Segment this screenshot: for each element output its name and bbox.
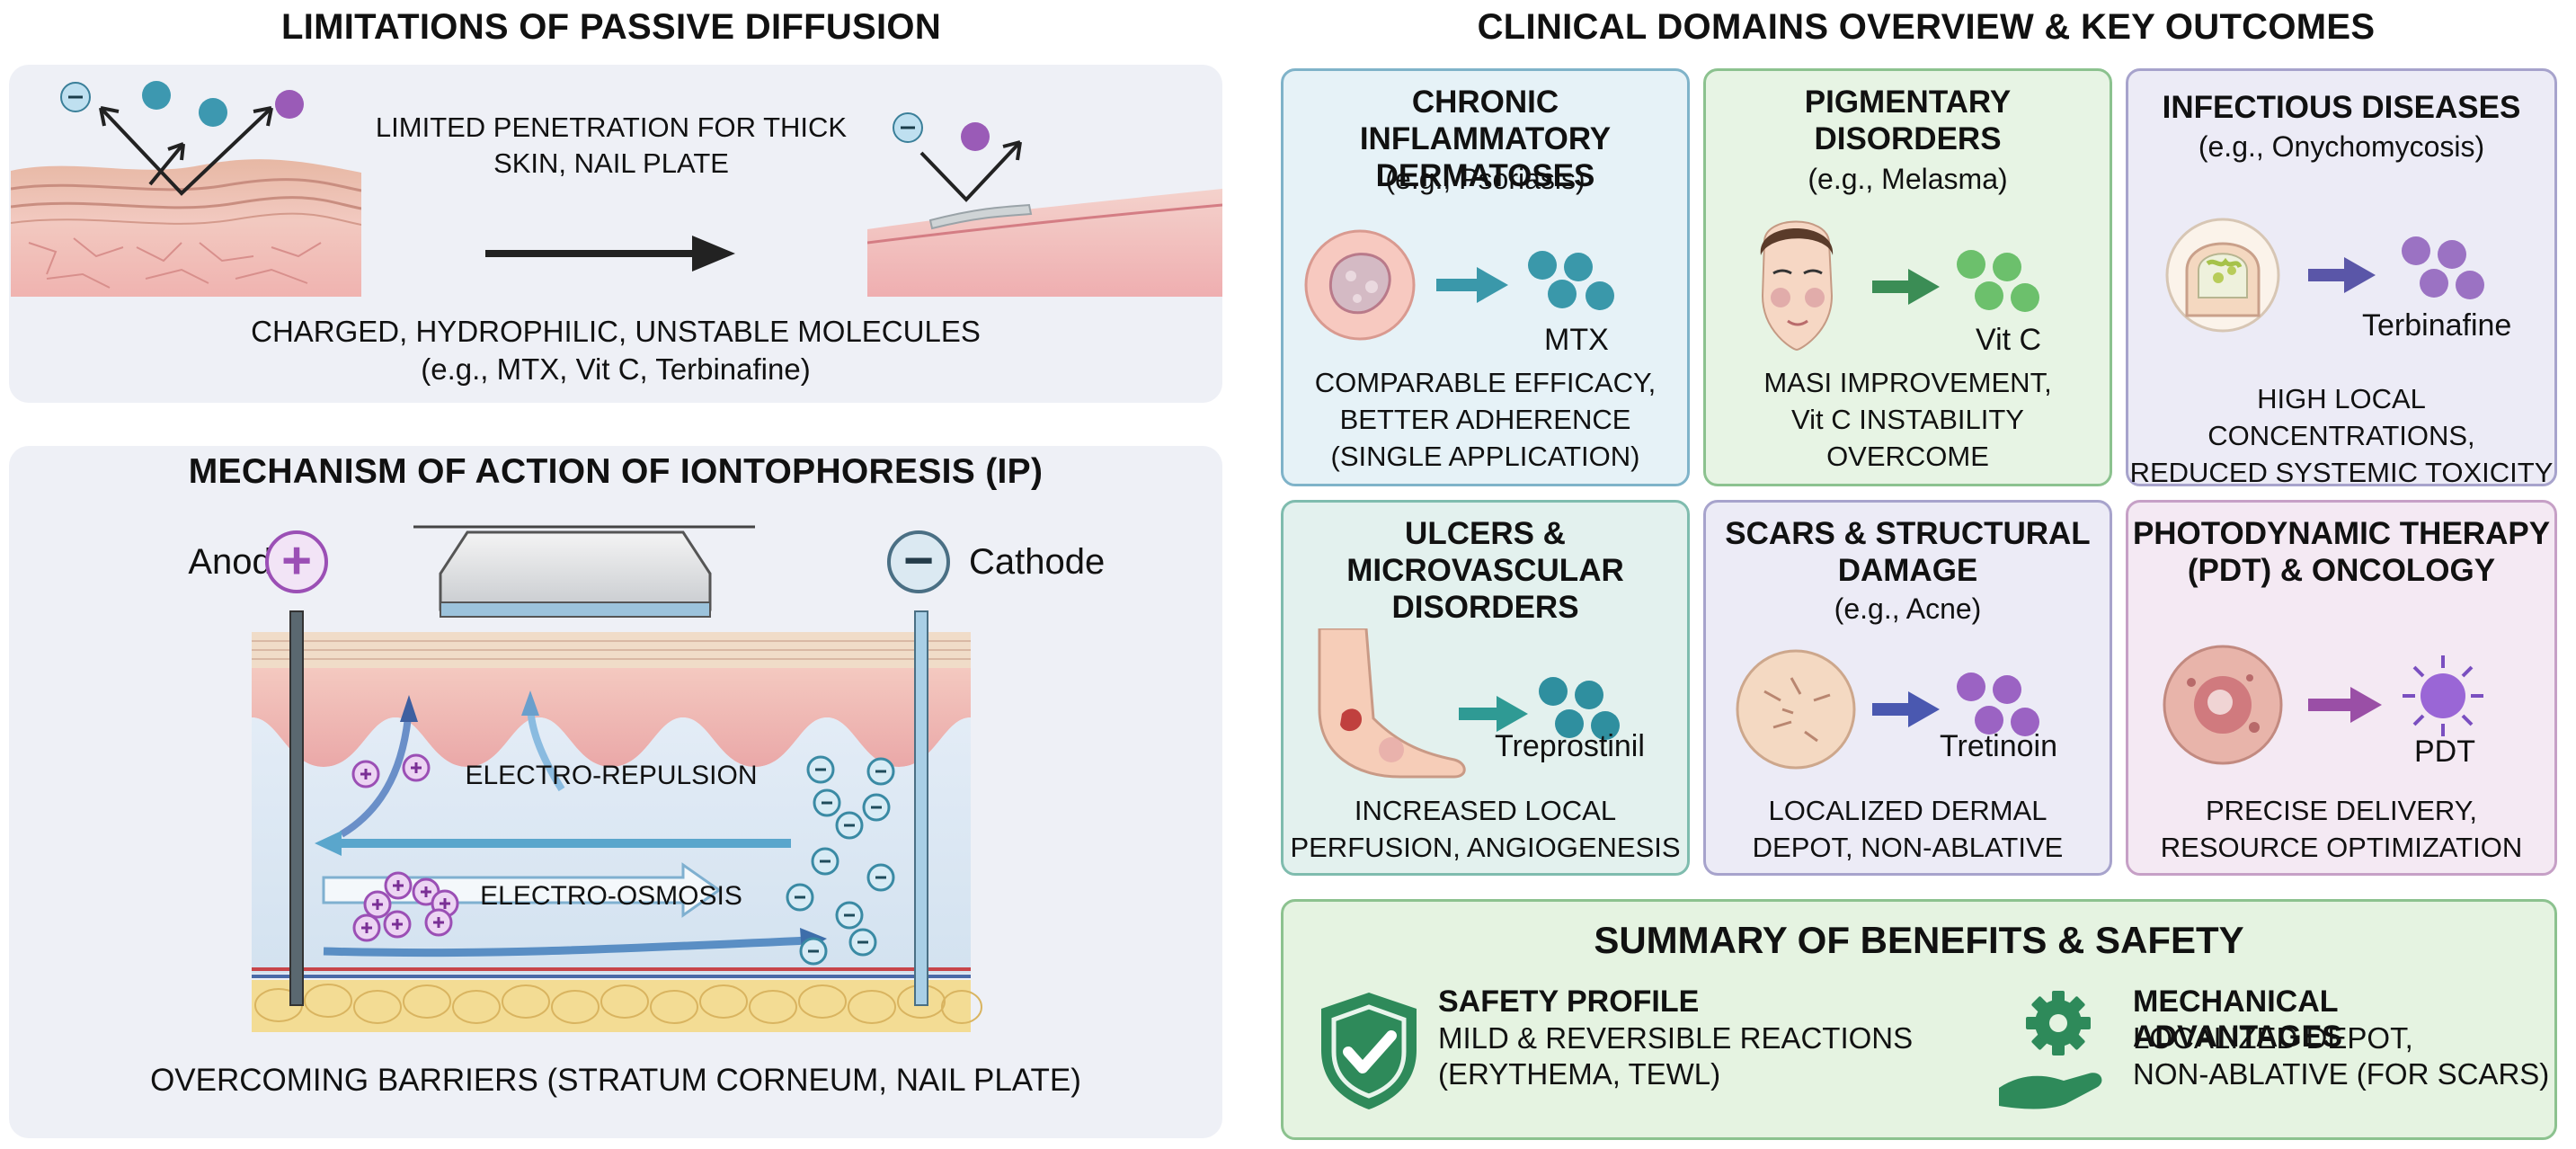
card-chronic-inflammatory: CHRONIC INFLAMMATORY DERMATOSES (e.g., P… [1281,68,1690,486]
melasma-face-icon [1760,220,2039,352]
card-title: CHRONIC INFLAMMATORY DERMATOSES [1359,85,1612,193]
lesion-light-icon [2163,645,2483,765]
card-outcome: MASI IMPROVEMENT, Vit C INSTABILITY OVER… [1763,367,2052,472]
mechanism-section-title: MECHANISM OF ACTION OF IONTOPHORESIS (IP… [188,452,1044,491]
card-outcome: COMPARABLE EFFICACY, BETTER ADHERENCE (S… [1314,367,1657,472]
drug-label: MTX [1544,323,1609,357]
card-scars: SCARS & STRUCTURAL DAMAGE (e.g., Acne) T… [1703,500,2112,876]
psoriasis-lesion-icon [1304,229,1614,341]
mechanical-text: LOCALIZED DEPOT, NON-ABLATIVE (FOR SCARS… [2133,1021,2550,1091]
drug-label: Tretinoin [1940,729,2058,763]
molecule-dots [60,81,304,127]
summary-panel: SUMMARY OF BENEFITS & SAFETY SAFETY PROF… [1281,899,2557,1140]
card-subtitle: (e.g., Onychomycosis) [2198,130,2485,163]
card-infectious: INFECTIOUS DISEASES (e.g., Onychomycosis… [2126,68,2557,488]
thick-skin-illustration [11,81,361,297]
foot-ulcer-icon [1318,628,1620,779]
safety-text: MILD & REVERSIBLE REACTIONS (ERYTHEMA, T… [1438,1021,1914,1091]
card-subtitle: (e.g., Psoriasis) [1385,163,1586,195]
deflection-arrows [99,106,273,196]
card-pigmentary: PIGMENTARY DISORDERS (e.g., Melasma) Vit… [1703,68,2112,486]
summary-title: SUMMARY OF BENEFITS & SAFETY [1594,919,2244,961]
card-title: ULCERS & MICROVASCULAR DISORDERS [1346,516,1624,625]
card-ulcers: ULCERS & MICROVASCULAR DISORDERS Trepros… [1281,500,1690,876]
gear-hand-icon [1999,991,2102,1109]
scar-skin-icon [1736,649,2039,770]
electro-repulsion-label: ELECTRO-REPULSION [465,761,758,790]
card-subtitle: (e.g., Acne) [1834,592,1982,625]
card-title: SCARS & STRUCTURAL DAMAGE [1725,516,2091,588]
card-subtitle: (e.g., Melasma) [1808,163,2008,195]
onychomycosis-nail-icon [2165,218,2484,333]
mechanism-footer: OVERCOMING BARRIERS (STRATUM CORNEUM, NA… [150,1063,1081,1098]
drug-label: Vit C [1976,323,2042,357]
limited-penetration-line2: SKIN, NAIL PLATE [493,147,729,179]
card-title: PIGMENTARY DISORDERS [1804,85,2012,156]
comparison-arrow [485,236,735,272]
card-outcome: PRECISE DELIVERY, RESOURCE OPTIMIZATION [2160,795,2523,863]
electro-osmosis-label: ELECTRO-OSMOSIS [480,881,742,911]
nail-plate-illustration [867,112,1222,297]
safety-title: SAFETY PROFILE [1438,984,1700,1019]
cathode-label: Cathode [969,542,1106,582]
drug-label: Terbinafine [2362,308,2512,343]
drug-label: PDT [2414,735,2475,769]
card-title: PHOTODYNAMIC THERAPY (PDT) & ONCOLOGY [2132,516,2551,588]
anode-symbol: + [265,530,328,593]
limited-penetration-line1: LIMITED PENETRATION FOR THICK [375,111,848,143]
mechanical-title: MECHANICAL ADVANTAGES [2133,984,2342,1054]
shield-check-icon [1321,993,1417,1109]
passive-section-title: LIMITATIONS OF PASSIVE DIFFUSION [280,7,942,47]
card-outcome: LOCALIZED DERMAL DEPOT, NON-ABLATIVE [1752,795,2064,863]
clinical-section-title: CLINICAL DOMAINS OVERVIEW & KEY OUTCOMES [1477,7,2376,47]
drug-label: Treprostinil [1495,729,1645,763]
card-outcome: HIGH LOCAL CONCENTRATIONS, REDUCED SYSTE… [2129,383,2554,488]
molecule-types-line: CHARGED, HYDROPHILIC, UNSTABLE MOLECULES [251,315,981,348]
card-outcome: INCREASED LOCAL PERFUSION, ANGIOGENESIS [1290,795,1681,863]
card-pdt-oncology: PHOTODYNAMIC THERAPY (PDT) & ONCOLOGY PD… [2126,500,2557,876]
cathode-symbol: − [887,530,950,593]
card-title: INFECTIOUS DISEASES [2162,90,2521,125]
molecule-examples-line: (e.g., MTX, Vit C, Terbinafine) [421,352,811,386]
iontophoresis-diagram [252,525,982,1032]
